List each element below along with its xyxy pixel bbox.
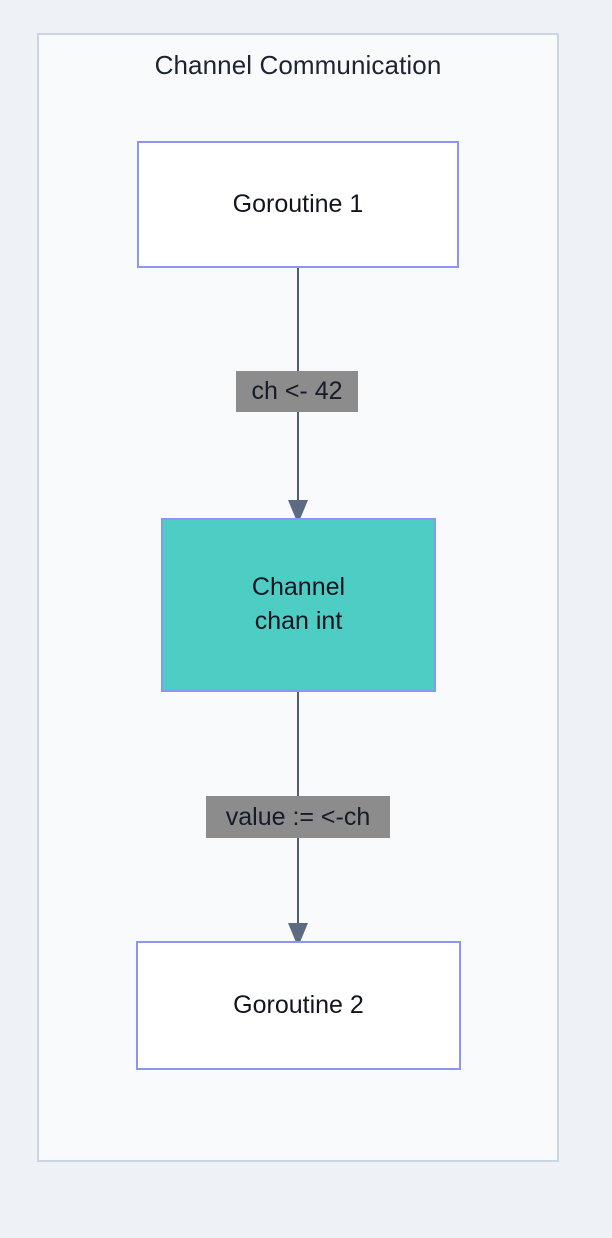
edge-label-receive: value := <-ch [206, 796, 390, 838]
node-goroutine-1-label: Goroutine 1 [232, 189, 364, 218]
diagram-title: Channel Communication [154, 50, 442, 80]
node-goroutine-2[interactable]: Goroutine 2 [136, 941, 461, 1070]
node-channel[interactable]: Channel chan int [161, 518, 436, 692]
node-goroutine-1[interactable]: Goroutine 1 [137, 141, 459, 268]
edge-label-send: ch <- 42 [236, 371, 358, 412]
node-channel-label-primary: Channel [251, 573, 346, 602]
node-goroutine-2-label: Goroutine 2 [233, 990, 364, 1019]
node-channel-label-type: chan int [254, 607, 343, 635]
